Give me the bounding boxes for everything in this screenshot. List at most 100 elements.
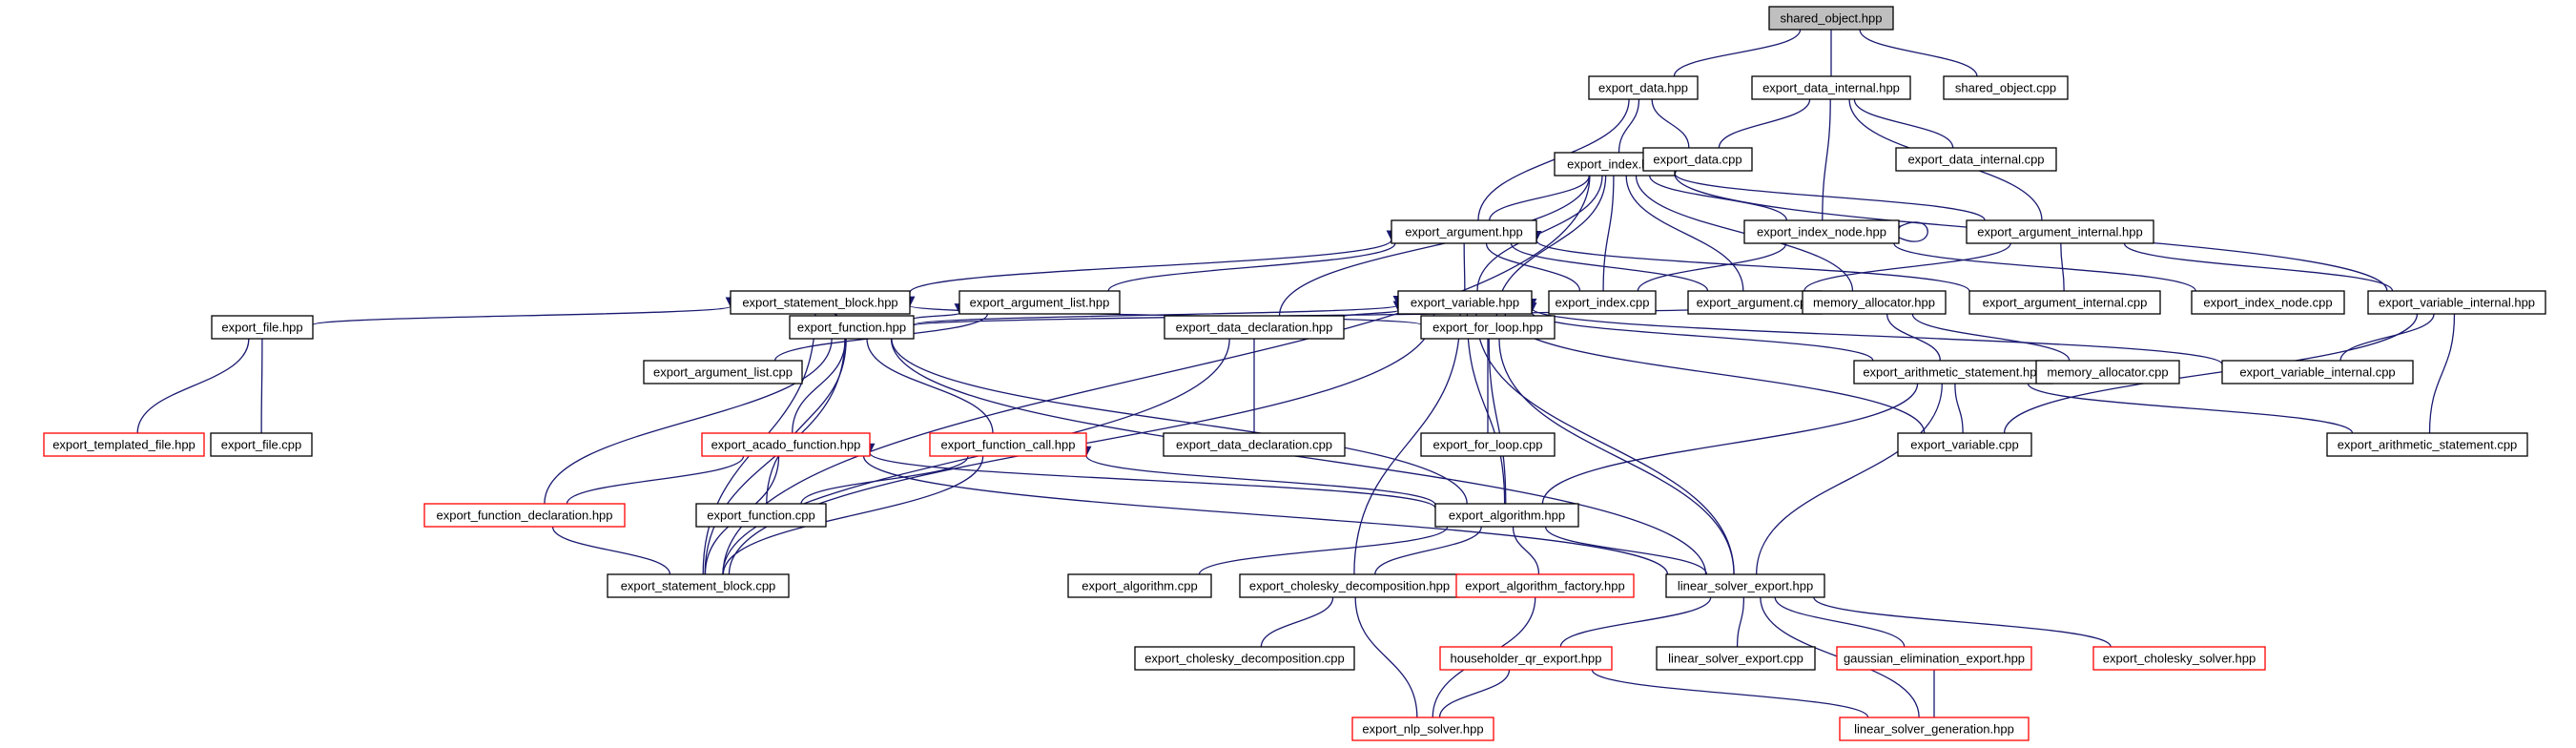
node-label: memory_allocator.hpp	[1813, 295, 1935, 309]
node-export_file_hpp[interactable]: export_file.hpp	[211, 315, 314, 340]
node-export_function_hpp[interactable]: export_function.hpp	[789, 315, 915, 340]
node-label: export_nlp_solver.hpp	[1362, 721, 1483, 736]
node-label: export_index_node.hpp	[1757, 224, 1886, 239]
node-export_variable_hpp[interactable]: export_variable.hpp	[1397, 290, 1533, 315]
node-export_algorithm_cpp[interactable]: export_algorithm.cpp	[1067, 573, 1212, 598]
edge-export_arithmetic_statement_cpp-to-export_variable_internal_hpp	[2428, 304, 2461, 434]
edge-export_index_node_hpp-to-export_index_node_hpp	[1889, 221, 1928, 242]
node-export_argument_hpp[interactable]: export_argument.hpp	[1391, 219, 1537, 244]
edge-export_file_cpp-to-export_file_hpp	[257, 329, 268, 434]
node-export_algorithm_hpp[interactable]: export_algorithm.hpp	[1434, 503, 1579, 528]
edge-export_cholesky_solver_hpp-to-linear_solver_export_hpp	[1808, 588, 2112, 648]
node-box	[1164, 315, 1345, 340]
node-export_argument_cpp[interactable]: export_argument.cpp	[1687, 290, 1823, 315]
node-linear_solver_export_cpp[interactable]: linear_solver_export.cpp	[1656, 646, 1816, 671]
node-export_function_call_hpp[interactable]: export_function_call.hpp	[929, 432, 1087, 457]
node-export_nlp_solver_hpp[interactable]: export_nlp_solver.hpp	[1351, 717, 1494, 741]
edge-linear_solver_export_hpp-to-export_algorithm_hpp	[1539, 517, 1708, 575]
edge-export_argument_internal_cpp-to-export_argument_hpp	[1531, 230, 1970, 292]
node-export_argument_internal_hpp[interactable]: export_argument_internal.hpp	[1966, 219, 2154, 244]
node-label: export_acado_function.hpp	[711, 437, 861, 451]
node-export_argument_internal_cpp[interactable]: export_argument_internal.cpp	[1968, 290, 2161, 315]
node-label: linear_solver_generation.hpp	[1854, 721, 2014, 736]
node-box	[1455, 573, 1635, 598]
node-box	[1134, 646, 1355, 671]
node-box	[210, 432, 313, 457]
node-box	[1642, 147, 1753, 172]
node-export_index_cpp[interactable]: export_index.cpp	[1548, 290, 1657, 315]
node-export_argument_list_cpp[interactable]: export_argument_list.cpp	[643, 360, 803, 384]
edge-export_data_cpp-to-export_data_internal_hpp	[1718, 90, 1816, 149]
edge-export_data_declaration_hpp-to-export_variable_hpp	[1343, 301, 1404, 318]
node-label: export_templated_file.hpp	[52, 437, 196, 451]
node-memory_allocator_hpp[interactable]: memory_allocator.hpp	[1802, 290, 1947, 315]
node-box	[1665, 573, 1825, 598]
node-export_variable_cpp[interactable]: export_variable.cpp	[1897, 432, 2032, 457]
node-export_variable_internal_cpp[interactable]: export_variable_internal.cpp	[2221, 360, 2414, 384]
edge-export_argument_internal_cpp-to-export_argument_internal_hpp	[2055, 234, 2067, 292]
node-linear_solver_generation_hpp[interactable]: linear_solver_generation.hpp	[1839, 717, 2030, 741]
node-export_variable_internal_hpp[interactable]: export_variable_internal.hpp	[2367, 290, 2546, 315]
edge-export_index_node_cpp-to-export_index_node_hpp	[1888, 234, 2196, 292]
node-box	[1743, 219, 1900, 244]
edge-linear_solver_export_hpp-to-export_for_loop_hpp	[1494, 329, 1735, 575]
edge-export_index_hpp-to-export_data_hpp	[1618, 90, 1645, 154]
node-export_data_declaration_cpp[interactable]: export_data_declaration.cpp	[1163, 432, 1346, 457]
node-export_acado_function_hpp[interactable]: export_acado_function.hpp	[701, 432, 871, 457]
node-export_data_declaration_hpp[interactable]: export_data_declaration.hpp	[1164, 315, 1345, 340]
edge-export_function_cpp-to-export_function_call_hpp	[800, 447, 974, 505]
node-export_file_cpp[interactable]: export_file.cpp	[210, 432, 313, 457]
node-box	[1163, 432, 1346, 457]
node-export_function_cpp[interactable]: export_function.cpp	[695, 503, 827, 528]
node-label: export_variable_internal.cpp	[2239, 364, 2395, 379]
node-export_index_node_hpp[interactable]: export_index_node.hpp	[1743, 219, 1900, 244]
node-export_argument_list_hpp[interactable]: export_argument_list.hpp	[958, 290, 1121, 315]
edge-export_file_hpp-to-export_statement_block_hpp	[312, 297, 736, 326]
node-export_data_cpp[interactable]: export_data.cpp	[1642, 147, 1753, 172]
node-export_statement_block_cpp[interactable]: export_statement_block.cpp	[607, 573, 790, 598]
node-export_data_internal_hpp[interactable]: export_data_internal.hpp	[1751, 75, 1911, 100]
edge-export_cholesky_decomposition_hpp-to-export_algorithm_hpp	[1374, 517, 1487, 575]
node-export_for_loop_cpp[interactable]: export_for_loop.cpp	[1420, 432, 1556, 457]
node-export_algorithm_factory_hpp[interactable]: export_algorithm_factory.hpp	[1455, 573, 1635, 598]
edge-export_arithmetic_statement_hpp-to-export_variable_hpp	[1526, 302, 1874, 362]
node-box	[701, 432, 871, 457]
node-export_arithmetic_statement_hpp[interactable]: export_arithmetic_statement.hpp	[1853, 360, 2053, 384]
node-export_data_internal_cpp[interactable]: export_data_internal.cpp	[1895, 147, 2057, 172]
node-gaussian_elimination_export_hpp[interactable]: gaussian_elimination_export.hpp	[1836, 646, 2032, 671]
node-export_function_declaration_hpp[interactable]: export_function_declaration.hpp	[423, 503, 626, 528]
node-export_index_node_cpp[interactable]: export_index_node.cpp	[2191, 290, 2345, 315]
node-export_cholesky_decomposition_hpp[interactable]: export_cholesky_decomposition.hpp	[1239, 573, 1460, 598]
node-label: export_data_internal.hpp	[1762, 80, 1900, 94]
node-shared_object_cpp[interactable]: shared_object.cpp	[1943, 75, 2069, 100]
edge-export_index_cpp-to-export_argument_hpp	[1480, 234, 1581, 292]
node-label: export_argument_list.hpp	[970, 295, 1110, 309]
node-box	[1943, 75, 2069, 100]
node-label: export_argument.hpp	[1405, 224, 1523, 239]
node-export_for_loop_hpp[interactable]: export_for_loop.hpp	[1420, 315, 1556, 340]
node-box	[1420, 315, 1556, 340]
node-shared_object_hpp[interactable]: shared_object.hpp	[1768, 6, 1894, 31]
edge-export_statement_block_cpp-to-export_function_declaration_hpp	[546, 517, 671, 575]
edge-export_variable_internal_hpp-to-export_argument_internal_hpp	[2118, 234, 2394, 292]
node-export_cholesky_decomposition_cpp[interactable]: export_cholesky_decomposition.cpp	[1134, 646, 1355, 671]
node-box	[607, 573, 790, 598]
node-export_templated_file_hpp[interactable]: export_templated_file.hpp	[43, 432, 205, 457]
node-export_cholesky_solver_hpp[interactable]: export_cholesky_solver.hpp	[2092, 646, 2266, 671]
node-export_arithmetic_statement_cpp[interactable]: export_arithmetic_statement.cpp	[2326, 432, 2528, 457]
node-label: export_file.hpp	[221, 320, 302, 334]
edge-export_index_cpp-to-export_index_node_hpp	[1637, 234, 1792, 292]
node-box	[1397, 290, 1533, 315]
edge-householder_qr_export_hpp-to-linear_solver_export_hpp	[1559, 588, 1717, 648]
node-export_data_hpp[interactable]: export_data.hpp	[1588, 75, 1699, 100]
edge-export_data_internal_cpp-to-export_data_internal_hpp	[1848, 90, 1954, 149]
node-export_statement_block_hpp[interactable]: export_statement_block.hpp	[730, 290, 911, 315]
node-label: householder_qr_export.hpp	[1450, 651, 1601, 665]
node-householder_qr_export_hpp[interactable]: householder_qr_export.hpp	[1439, 646, 1613, 671]
node-label: export_data_declaration.hpp	[1176, 320, 1333, 334]
node-memory_allocator_cpp[interactable]: memory_allocator.cpp	[2035, 360, 2180, 384]
node-box	[2221, 360, 2414, 384]
node-box	[1391, 219, 1537, 244]
edge-export_arithmetic_statement_hpp-to-memory_allocator_hpp	[1882, 304, 1942, 362]
node-linear_solver_export_hpp[interactable]: linear_solver_export.hpp	[1665, 573, 1825, 598]
